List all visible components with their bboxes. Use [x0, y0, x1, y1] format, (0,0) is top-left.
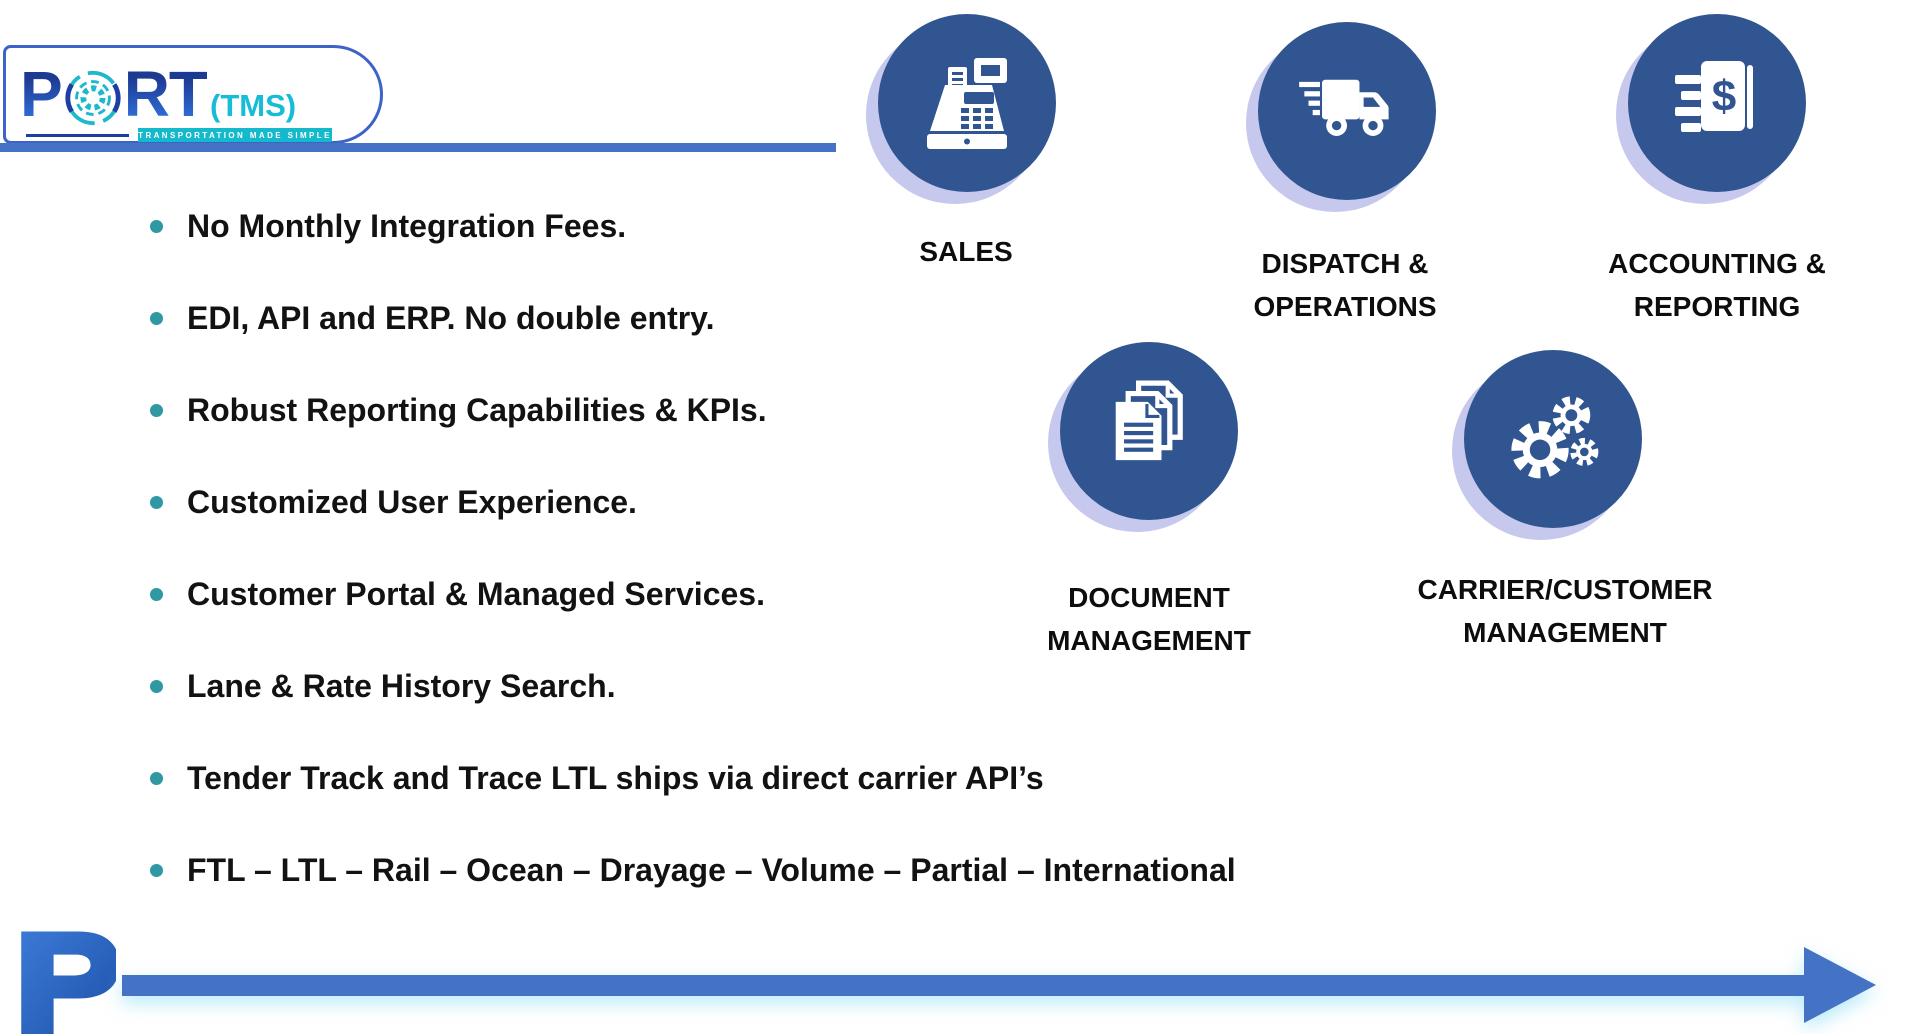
cash-register-icon [927, 58, 1007, 149]
bullet-item: Robust Reporting Capabilities & KPIs. [150, 388, 1530, 480]
bullet-text: No Monthly Integration Fees. [187, 208, 627, 244]
logo-wordmark: P RT (TMS) [20, 62, 296, 126]
bullet-dot [150, 864, 163, 877]
feature-sales [866, 14, 1058, 206]
label-document-management: DOCUMENT MANAGEMENT [1047, 582, 1251, 656]
feature-accounting-reporting: $ [1616, 14, 1808, 206]
feature-carrier-customer-management [1452, 350, 1644, 542]
logo-letters-rt: RT [123, 58, 208, 130]
arrow-head-icon [1804, 947, 1876, 1023]
bullet-item: Lane & Rate History Search. [150, 664, 1530, 756]
header-rule [0, 143, 836, 152]
bullet-dot [150, 312, 163, 325]
gears-icon [1511, 396, 1599, 479]
port-p-glyph [21, 931, 116, 1034]
arrow-shaft [122, 975, 1808, 996]
logo-underline [26, 134, 129, 137]
delivery-truck-icon [1299, 79, 1389, 136]
bullet-dot [150, 772, 163, 785]
label-carrier-customer-management: CARRIER/CUSTOMER MANAGEMENT [1417, 574, 1713, 648]
bullet-item: No Monthly Integration Fees. [150, 204, 1530, 296]
feature-bullet-list: No Monthly Integration Fees. EDI, API an… [150, 204, 1530, 940]
logo-letter-p: P [20, 58, 63, 130]
port-tms-logo: P RT (TMS) TRANSPORTATION MADE SIMPLE [3, 45, 383, 144]
dispatch-circle [1258, 22, 1436, 200]
documents-stack-icon [1115, 380, 1183, 461]
bullet-text: Customized User Experience. [187, 484, 637, 520]
feature-dispatch-operations [1246, 22, 1438, 214]
label-dispatch-operations: DISPATCH & OPERATIONS [1253, 248, 1437, 322]
bullet-item: EDI, API and ERP. No double entry. [150, 296, 1530, 388]
bullet-dot [150, 496, 163, 509]
bullet-text: FTL – LTL – Rail – Ocean – Drayage – Vol… [187, 852, 1236, 888]
feature-document-management [1048, 342, 1240, 534]
label-accounting-reporting: ACCOUNTING & REPORTING [1608, 248, 1826, 322]
accounting-circle: $ [1628, 14, 1806, 192]
bullet-text: Robust Reporting Capabilities & KPIs. [187, 392, 767, 428]
bullet-dot [150, 404, 163, 417]
carrier-circle [1464, 350, 1642, 528]
ledger-dollar-icon: $ [1675, 61, 1753, 132]
bullet-dot [150, 588, 163, 601]
bullet-text: Lane & Rate History Search. [187, 668, 616, 704]
bullet-item: FTL – LTL – Rail – Ocean – Drayage – Vol… [150, 848, 1530, 940]
document-circle [1060, 342, 1238, 520]
bullet-dot [150, 680, 163, 693]
bullet-text: Tender Track and Trace LTL ships via dir… [187, 760, 1044, 796]
sales-circle [878, 14, 1056, 192]
label-sales: SALES [919, 236, 1013, 267]
logo-tms-suffix: (TMS) [210, 88, 297, 123]
logo-tagline: TRANSPORTATION MADE SIMPLE [138, 128, 332, 142]
svg-text:$: $ [1712, 72, 1736, 121]
gear-o-icon [65, 70, 121, 126]
bullet-text: Customer Portal & Managed Services. [187, 576, 765, 612]
bullet-item: Customized User Experience. [150, 480, 1530, 572]
bullet-item: Customer Portal & Managed Services. [150, 572, 1530, 664]
bullet-item: Tender Track and Trace LTL ships via dir… [150, 756, 1530, 848]
bullet-text: EDI, API and ERP. No double entry. [187, 300, 715, 336]
bullet-dot [150, 220, 163, 233]
